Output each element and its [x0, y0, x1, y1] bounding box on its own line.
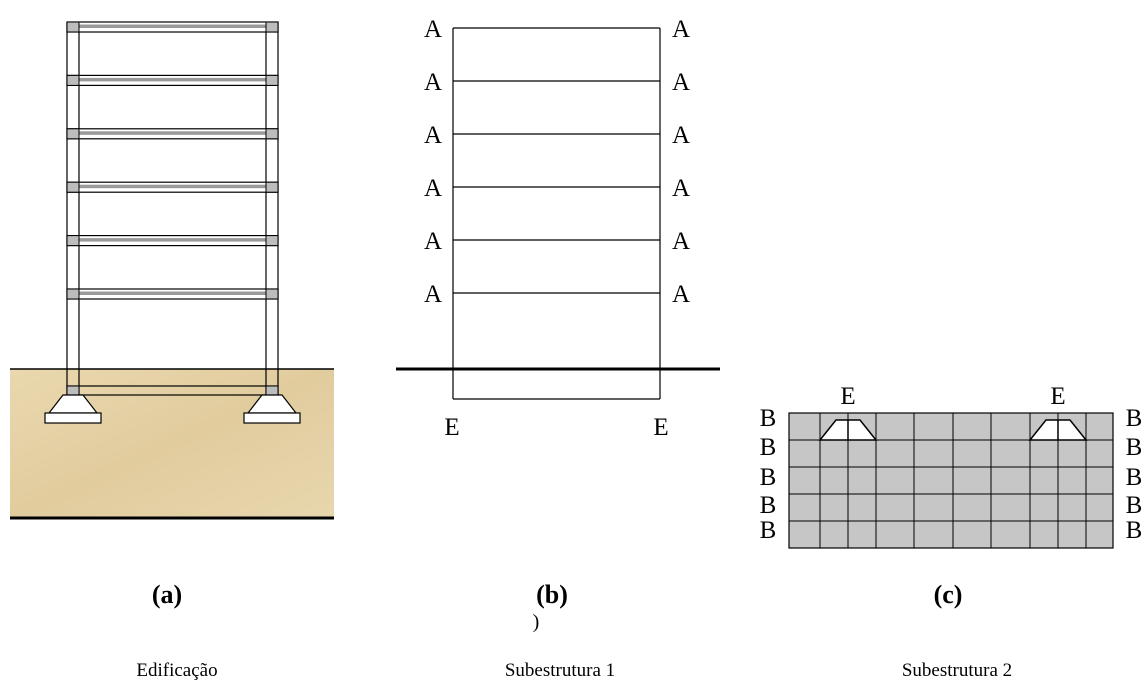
- left-footing: [44, 394, 102, 424]
- floor-slab: [66, 288, 279, 300]
- node-label-e-left: E: [444, 414, 459, 441]
- node-label-a-left: A: [424, 69, 442, 96]
- node-label-b-right: B: [1126, 492, 1143, 519]
- node-label-b-left: B: [760, 434, 777, 461]
- floor-slab: [66, 181, 279, 193]
- floor-slab: [66, 21, 279, 33]
- left-footing-cutout: [818, 419, 878, 441]
- node-label-b-left: B: [760, 464, 777, 491]
- node-label-a-right: A: [672, 16, 690, 43]
- panel-a-label: (a): [152, 580, 182, 609]
- panel-b-label: (b): [536, 580, 568, 609]
- node-label-a-right: A: [672, 122, 690, 149]
- floor-slabs: [66, 21, 279, 300]
- node-label-e-right: E: [653, 414, 668, 441]
- floor-slab: [66, 74, 279, 87]
- node-label-b-right: B: [1126, 464, 1143, 491]
- floor-slab: [66, 128, 279, 140]
- node-label-a-left: A: [424, 122, 442, 149]
- node-label-a-left: A: [424, 281, 442, 308]
- node-label-b-right: B: [1126, 405, 1143, 432]
- node-label-b-right: B: [1126, 517, 1143, 544]
- node-label-b-left: B: [760, 517, 777, 544]
- floor-slab: [66, 235, 279, 247]
- panel-c-caption: Subestrutura 2: [902, 660, 1012, 681]
- node-label-a-left: A: [424, 16, 442, 43]
- node-label-e-left: E: [840, 383, 855, 410]
- node-label-a-right: A: [672, 175, 690, 202]
- panel-a-caption: Edificação: [136, 660, 217, 681]
- panel-b-stray-mark: ): [533, 611, 540, 633]
- node-label-a-right: A: [672, 228, 690, 255]
- node-label-b-left: B: [760, 405, 777, 432]
- panel-c-label: (c): [934, 580, 963, 609]
- node-label-e-right: E: [1050, 383, 1065, 410]
- floor-lines: [453, 80, 660, 294]
- node-label-b-left: B: [760, 492, 777, 519]
- node-label-a-right: A: [672, 281, 690, 308]
- right-footing: [243, 394, 301, 424]
- node-label-a-left: A: [424, 228, 442, 255]
- panel-b-caption: Subestrutura 1: [505, 660, 615, 681]
- right-footing-cutout: [1028, 419, 1088, 441]
- soil-region: [10, 369, 334, 517]
- node-label-b-right: B: [1126, 434, 1143, 461]
- node-label-a-left: A: [424, 175, 442, 202]
- panel-a-building: [10, 21, 334, 520]
- node-label-a-right: A: [672, 69, 690, 96]
